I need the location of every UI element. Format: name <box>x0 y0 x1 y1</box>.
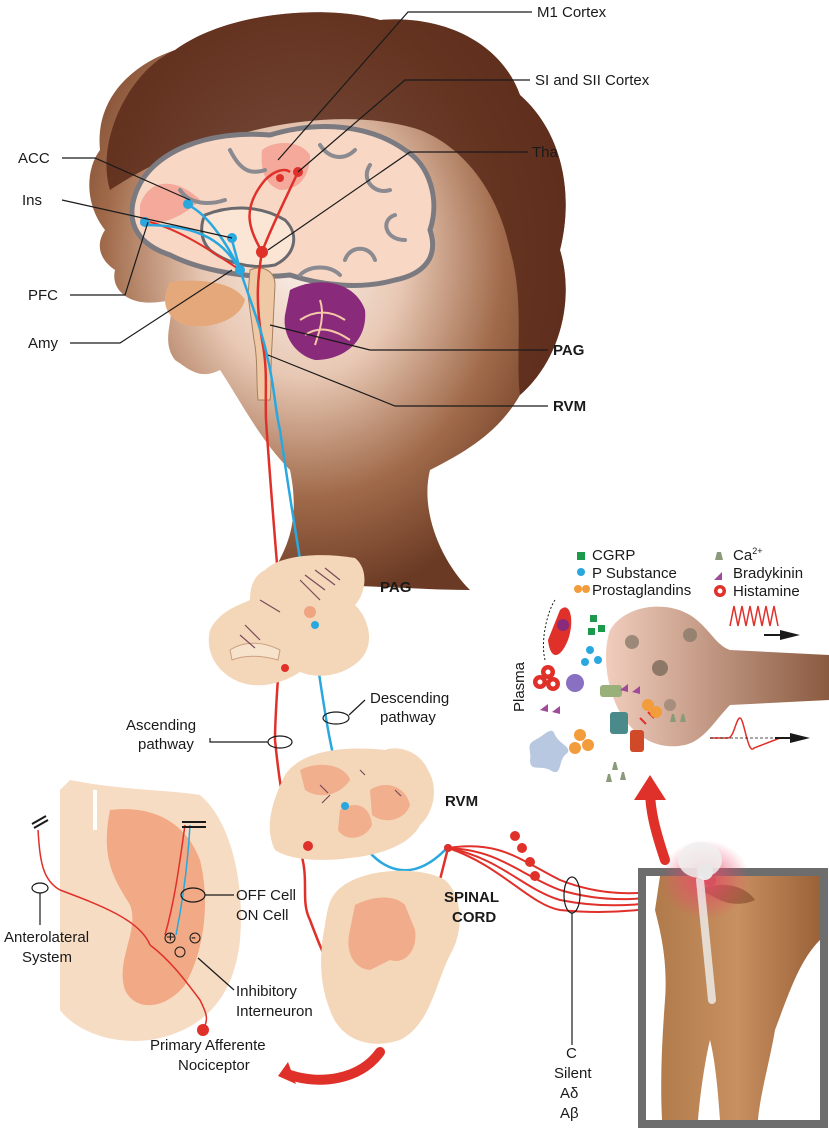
label-spinal-line2: CORD <box>452 909 496 926</box>
label-si-sii-cortex: SI and SII Cortex <box>535 72 650 89</box>
label-primary-afferent-line1: Primary Afferente <box>150 1037 266 1054</box>
label-rvm-brain: RVM <box>553 398 586 415</box>
mediator-legend: CGRP P Substance Prostaglandins Ca2+ Bra… <box>574 546 803 600</box>
output-arrow <box>285 1047 385 1085</box>
label-spinal-line1: SPINAL <box>444 889 499 906</box>
ring-icon <box>574 585 582 593</box>
nociceptor-terminal <box>600 605 829 752</box>
label-anterolateral-line1: Anterolateral <box>4 929 89 946</box>
immune-cell <box>529 730 569 773</box>
spinal-detail <box>31 780 241 1041</box>
label-acc: ACC <box>18 150 50 167</box>
circle-icon <box>577 568 585 576</box>
label-off-cell: OFF Cell <box>236 887 296 904</box>
legend-bradykinin: Bradykinin <box>733 565 803 582</box>
mediators <box>529 599 686 782</box>
rvm-section <box>269 748 434 860</box>
label-descending-line2: pathway <box>380 709 436 726</box>
label-inhibitory-line2: Interneuron <box>236 1003 313 1020</box>
trapezoid-icon <box>715 552 723 560</box>
signal-up-arrow <box>634 775 670 865</box>
label-rvm-section: RVM <box>445 793 478 810</box>
label-inhibitory-line1: Inhibitory <box>236 983 297 1000</box>
label-anterolateral-line2: System <box>22 949 72 966</box>
legend-prostaglandins: Prostaglandins <box>592 582 691 599</box>
brain-pathways <box>140 167 303 431</box>
fiber-a-delta: Aδ <box>560 1085 578 1102</box>
plus-sign: + <box>166 929 175 946</box>
label-insula: Ins <box>22 192 42 209</box>
label-ascending-line1: Ascending <box>126 717 196 734</box>
legend-histamine: Histamine <box>733 583 800 600</box>
brain-leaders <box>61 11 548 407</box>
square-icon <box>577 552 585 560</box>
thalamus-node <box>256 246 268 258</box>
fiber-a-beta: Aβ <box>560 1105 579 1122</box>
fiber-silent: Silent <box>554 1065 592 1082</box>
body-panel <box>638 840 828 1128</box>
label-thalamus: Tha <box>532 144 559 161</box>
label-m1-cortex: M1 Cortex <box>537 4 607 21</box>
triangle-icon <box>714 572 722 580</box>
legend-cgrp: CGRP <box>592 547 635 564</box>
label-plasma: Plasma <box>511 661 528 712</box>
label-on-cell: ON Cell <box>236 907 289 924</box>
label-amygdala: Amy <box>28 335 59 352</box>
minus-sign: - <box>191 929 196 946</box>
label-pag-brain: PAG <box>553 342 584 359</box>
legend-calcium: Ca2+ <box>733 546 762 564</box>
fiber-c: C <box>566 1045 577 1062</box>
pag-section <box>208 555 370 686</box>
label-pag-section: PAG <box>380 579 411 596</box>
legend-p-substance: P Substance <box>592 565 677 582</box>
label-pfc: PFC <box>28 287 58 304</box>
label-descending-line1: Descending <box>370 690 449 707</box>
spinal-cord-section <box>321 844 460 1044</box>
label-ascending-line2: pathway <box>138 736 194 753</box>
label-primary-afferent-line2: Nociceptor <box>178 1057 250 1074</box>
mast-cell <box>548 607 572 655</box>
